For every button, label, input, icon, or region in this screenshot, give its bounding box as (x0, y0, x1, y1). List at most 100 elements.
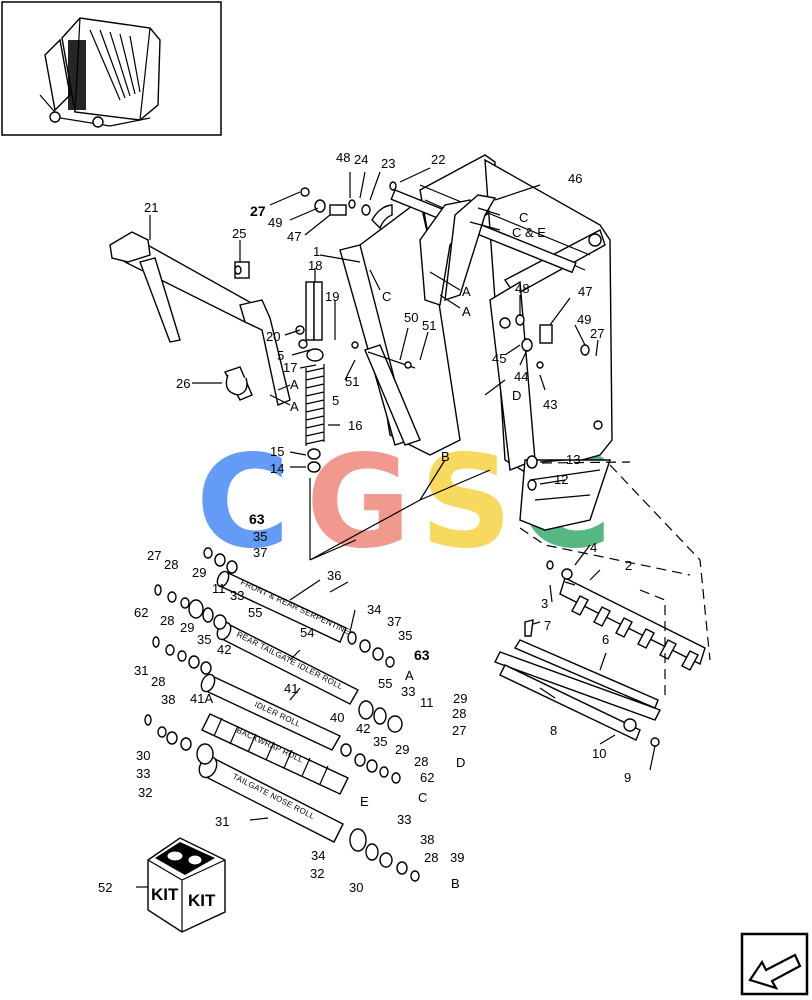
callout-label: A (290, 399, 299, 414)
callout-label: D (456, 755, 465, 770)
callout-label: 15 (270, 444, 284, 459)
callout-label: 29 (453, 691, 467, 706)
callout-label: 27 (250, 203, 266, 219)
callout-label: 51 (422, 318, 436, 333)
svg-text:KIT: KIT (188, 891, 216, 910)
callout-label: 5 (332, 393, 339, 408)
callout-label: 47 (287, 229, 301, 244)
callout-label: 45 (492, 351, 506, 366)
callout-label: 51 (345, 374, 359, 389)
callout-label: 28 (164, 557, 178, 572)
callout-label: 37 (387, 614, 401, 629)
callout-label: 35 (197, 632, 211, 647)
callout-label: A (290, 377, 299, 392)
callout-label: 27 (590, 326, 604, 341)
callout-label: 29 (180, 620, 194, 635)
callout-label: 28 (160, 613, 174, 628)
callout-label: 62 (420, 770, 434, 785)
callout-label: 20 (266, 329, 280, 344)
callout-label: A (462, 284, 471, 299)
callout-label: 41 (284, 681, 298, 696)
callout-label: 42 (356, 721, 370, 736)
callout-label: 29 (395, 742, 409, 757)
arrow-icon (748, 953, 802, 990)
callout-label: 36 (327, 568, 341, 583)
callout-label: 30 (349, 880, 363, 895)
callout-label: 16 (348, 418, 362, 433)
callout-label: 48 (515, 281, 529, 296)
callout-label: 32 (138, 785, 152, 800)
spring-icon (305, 364, 325, 446)
callout-label: 63 (249, 511, 265, 527)
callout-label: E (360, 794, 369, 809)
callout-label: 21 (144, 200, 158, 215)
callout-label: 3 (541, 596, 548, 611)
callout-label: 14 (270, 461, 284, 476)
callout-label: 34 (311, 848, 325, 863)
callout-label: 22 (431, 152, 445, 167)
callout-label: 27 (147, 548, 161, 563)
callout-label: 31 (215, 814, 229, 829)
callout-label: 27 (452, 723, 466, 738)
callout-label: 9 (624, 770, 631, 785)
callout-label: 5 (277, 348, 284, 363)
callout-label: 11 (212, 581, 226, 596)
callout-label: 49 (577, 312, 591, 327)
kit-box: KIT KIT (147, 837, 226, 933)
callout-label: 24 (354, 152, 368, 167)
callout-label: 33 (230, 588, 244, 603)
callout-label: B (451, 876, 460, 891)
callout-label: 38 (161, 692, 175, 707)
hardware (144, 181, 590, 882)
callout-label: D (512, 388, 521, 403)
callout-label: 28 (151, 674, 165, 689)
baler-thumbnail-icon (39, 17, 161, 128)
callout-label: 23 (381, 156, 395, 171)
callout-label: 32 (310, 866, 324, 881)
callout-label: 1 (313, 244, 320, 259)
callout-label: 54 (300, 625, 314, 640)
callout-label: 10 (592, 746, 606, 761)
callout-label: 35 (398, 628, 412, 643)
callout-label: 29 (192, 565, 206, 580)
callout-label: 28 (414, 754, 428, 769)
callout-label: 31 (134, 663, 148, 678)
callout-label: 25 (232, 226, 246, 241)
callout-label: 17 (283, 360, 297, 375)
callout-label: 30 (136, 748, 150, 763)
swing-arm-assembly (109, 231, 291, 406)
callout-label: 48 (336, 150, 350, 165)
spring-assembly (305, 281, 416, 473)
callout-label: 26 (176, 376, 190, 391)
callout-label: 35 (253, 529, 267, 544)
thumbnail-inset (1, 1, 222, 136)
callout-label: 55 (378, 676, 392, 691)
callout-label: C & E (512, 225, 546, 240)
next-page-button[interactable] (740, 932, 809, 996)
callout-label: 6 (602, 632, 609, 647)
callout-label: 41A (190, 691, 213, 706)
callout-label: 8 (550, 723, 557, 738)
callout-label: 35 (373, 734, 387, 749)
callout-label: 28 (424, 850, 438, 865)
callout-label: 63 (414, 647, 430, 663)
callout-label: C (519, 210, 528, 225)
tine-bar-assembly (494, 461, 711, 747)
callout-label: 42 (217, 642, 231, 657)
callout-label: 43 (543, 397, 557, 412)
callout-label: C (418, 790, 427, 805)
callout-label: 33 (401, 684, 415, 699)
callout-label: 37 (253, 545, 267, 560)
callout-label: 19 (325, 289, 339, 304)
callout-label: 7 (544, 618, 551, 633)
callout-label: 28 (452, 706, 466, 721)
callout-label: 52 (98, 880, 112, 895)
callout-label: 11 (420, 695, 434, 710)
callout-label: 13 (566, 452, 580, 467)
callout-label: 38 (420, 832, 434, 847)
callout-label: 34 (367, 602, 381, 617)
callout-label: 44 (514, 369, 528, 384)
callout-label: 4 (590, 540, 597, 555)
callout-label: 46 (568, 171, 582, 186)
tailgate-frame (339, 154, 613, 531)
